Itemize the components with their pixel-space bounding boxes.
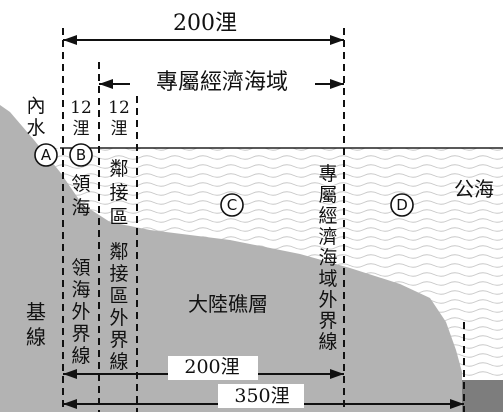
marker-d-label: D [396,196,408,214]
continental-shelf-shape [0,105,462,412]
marker-a-circle [34,143,58,167]
continental-shelf-label: 大陸礁層 [188,292,268,316]
label-bg [168,356,258,380]
top-measure-label: 200浬 [173,11,237,36]
marker-d-circle [390,193,414,217]
high-seas-label: 公海 [454,177,494,201]
internal-waters-label: 內水 [26,95,45,139]
arrowhead [450,399,464,409]
label-bg [130,64,315,96]
label-bg [150,6,260,34]
arrowhead [63,35,77,45]
contiguous-outer-line-label: 鄰接區外界線 [109,241,128,373]
bottom-200nm-label: 200浬 [184,356,239,378]
arrowhead [63,369,77,379]
territorial-sea-label: 領海 [71,173,90,219]
marker-b-label: B [76,146,86,164]
marker-b-circle [69,143,93,167]
deep-seabed [462,380,503,412]
label-bg [218,384,304,408]
arrowhead [330,369,344,379]
arrowhead [99,79,113,89]
baseline-label: 基線 [26,300,46,349]
eez-outer-line-label: 專屬經濟海域外界線 [318,163,337,353]
contiguous-zone-label: 鄰接區 [109,158,128,228]
arrowhead [330,35,344,45]
marker-a-label: A [41,146,52,164]
eez-title: 專屬經濟海域 [156,70,288,95]
bottom-350nm-label: 350浬 [234,385,289,407]
marker-c-circle [220,193,244,217]
arrowhead [330,79,344,89]
arrowhead [63,399,77,409]
marker-c-label: C [227,196,237,214]
territorial-outer-line-label: 領海外界線 [71,257,90,367]
